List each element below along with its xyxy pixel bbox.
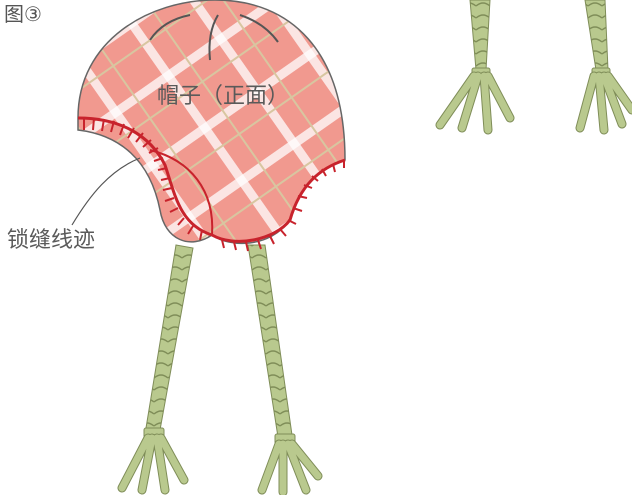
braid-top-right bbox=[575, 0, 632, 135]
hat-body bbox=[77, 0, 346, 252]
figure-label: 图③ bbox=[4, 2, 42, 26]
braid-right bbox=[247, 244, 323, 497]
braid-left bbox=[117, 244, 194, 495]
hat-label: 帽子（正面） bbox=[157, 84, 290, 109]
stitch-label: 锁缝线迹 bbox=[7, 228, 96, 253]
blanket-stitch-edge bbox=[77, 116, 346, 243]
leader-line bbox=[71, 157, 141, 226]
braid-top-left bbox=[435, 0, 515, 135]
